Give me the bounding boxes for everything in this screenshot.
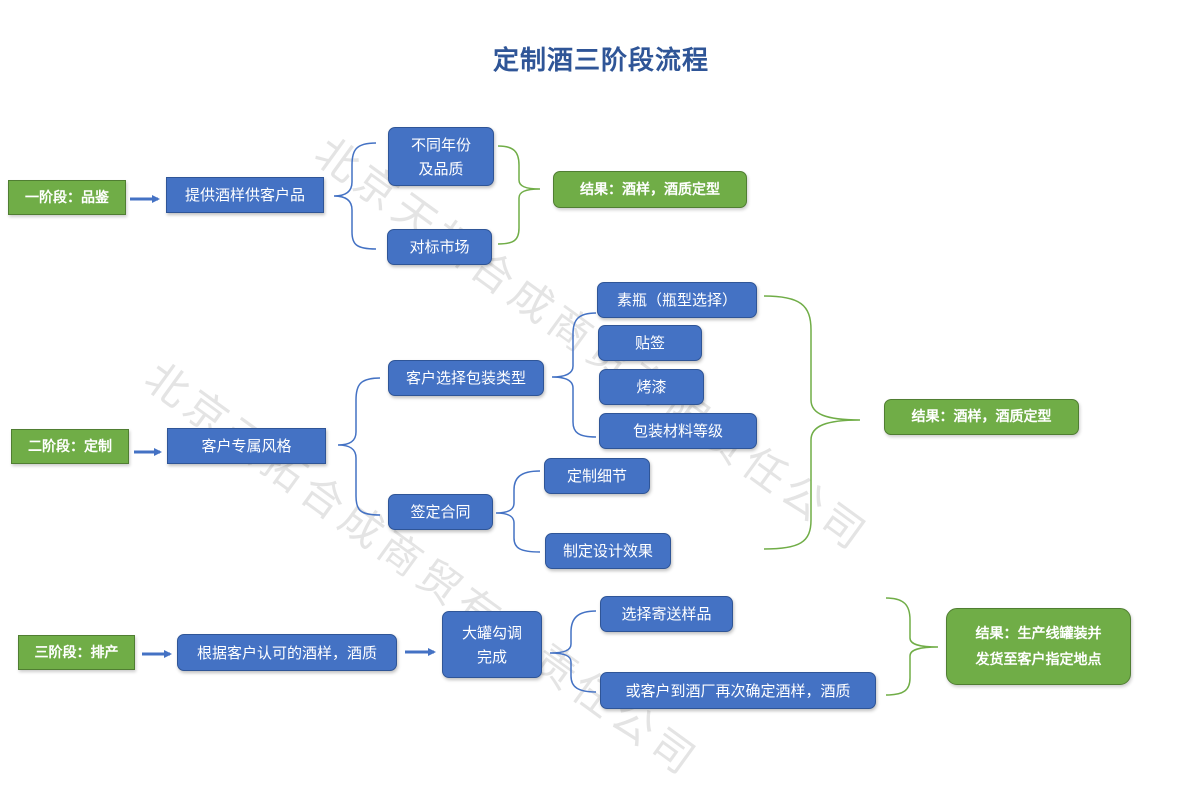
- stage2-contract-option-details: 定制细节: [544, 458, 650, 494]
- stage2-packaging-option-bottle: 素瓶（瓶型选择）: [597, 282, 757, 318]
- stage2-packaging-option-paint: 烤漆: [599, 369, 704, 405]
- stage2-result: 结果：酒样，酒质定型: [884, 399, 1079, 435]
- stage3-blend-box: 大罐勾调 完成: [442, 611, 542, 678]
- stage3-step-box: 根据客户认可的酒样，酒质: [177, 634, 397, 671]
- stage3-result-brace: [885, 597, 939, 696]
- stage1-step-box: 提供酒样供客户品: [166, 177, 324, 213]
- stage2-main-brace: [337, 377, 381, 516]
- stage3-option-send-samples: 选择寄送样品: [600, 596, 733, 632]
- stage1-label: 一阶段：品鉴: [8, 180, 126, 215]
- stage1-right-brace: [497, 145, 541, 245]
- stage2-packaging-option-label: 贴签: [598, 325, 702, 361]
- stage1-branch-market: 对标市场: [387, 229, 492, 265]
- diagram-title: 定制酒三阶段流程: [492, 46, 709, 76]
- stage2-branch-packaging: 客户选择包装类型: [388, 360, 544, 396]
- stage2-result-brace: [763, 295, 861, 550]
- connector-lines: [130, 142, 939, 696]
- stage3-result: 结果：生产线罐装并 发货至客户指定地点: [946, 608, 1131, 685]
- stage2-branch-contract: 签定合同: [388, 494, 493, 530]
- stage2-packaging-brace: [551, 312, 597, 438]
- stage2-label: 二阶段：定制: [11, 429, 129, 464]
- stage2-contract-brace: [495, 470, 541, 553]
- stage3-option-visit-winery: 或客户到酒厂再次确定酒样，酒质: [600, 672, 876, 709]
- stage1-result: 结果：酒样，酒质定型: [553, 171, 747, 208]
- stage1-branch-years-quality: 不同年份 及品质: [388, 127, 494, 186]
- stage2-contract-option-design: 制定设计效果: [545, 533, 671, 569]
- stage2-packaging-option-material: 包装材料等级: [599, 413, 757, 449]
- stage3-label: 三阶段：排产: [18, 635, 135, 670]
- stage3-options-brace: [549, 610, 597, 693]
- stage1-left-brace: [333, 142, 377, 250]
- stage2-step-box: 客户专属风格: [167, 428, 326, 464]
